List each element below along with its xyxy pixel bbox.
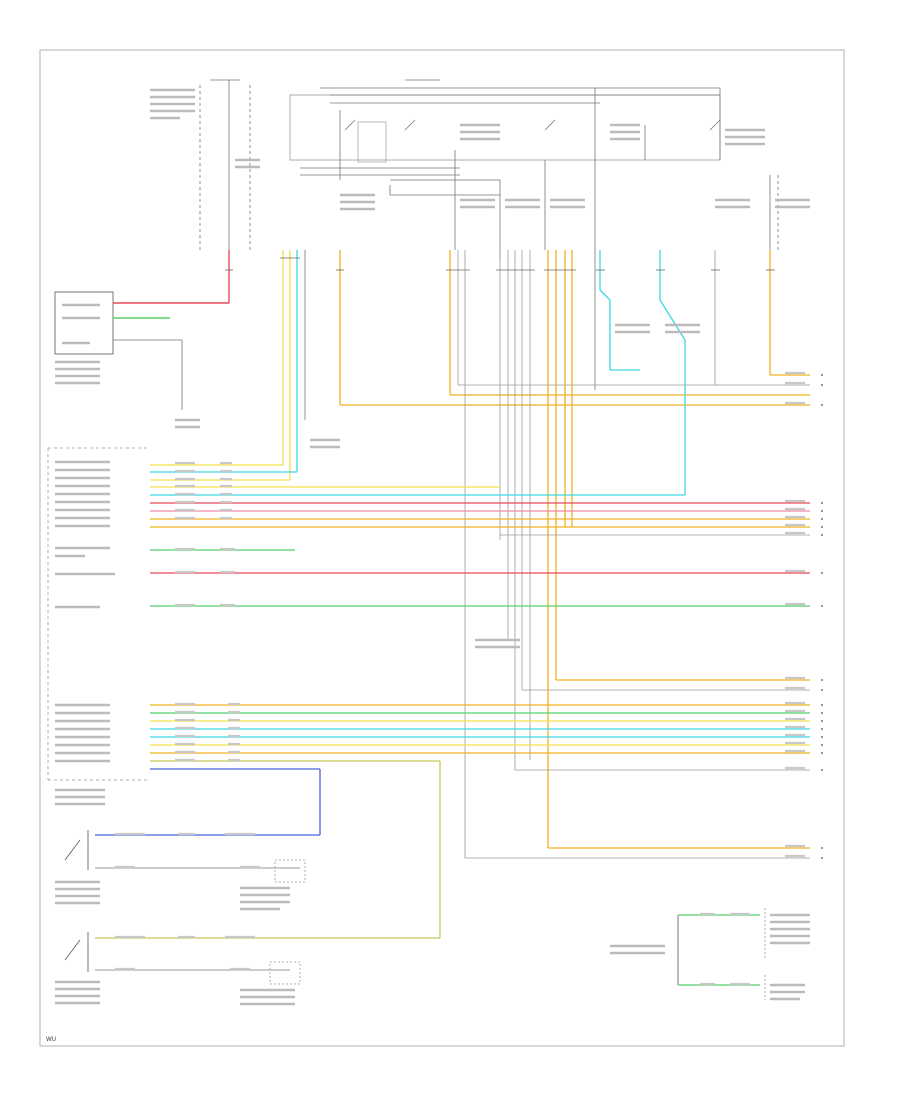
horizontal-bus-wires [150, 464, 810, 771]
top-fuse-block [199, 79, 779, 390]
connector-markers [225, 257, 775, 271]
left-top-module [54, 250, 230, 429]
vertical-feed-wires [282, 250, 810, 859]
bottom-left-switches [55, 761, 441, 1006]
wire-color-labels [175, 371, 805, 858]
diagram-border [39, 49, 845, 1047]
footer-code: WU [46, 1037, 56, 1043]
bottom-right-component [610, 908, 810, 1001]
top-component-labels [150, 88, 810, 211]
splice-boxes [310, 323, 700, 649]
main-control-module [47, 447, 150, 806]
right-edge-pins [821, 374, 823, 859]
